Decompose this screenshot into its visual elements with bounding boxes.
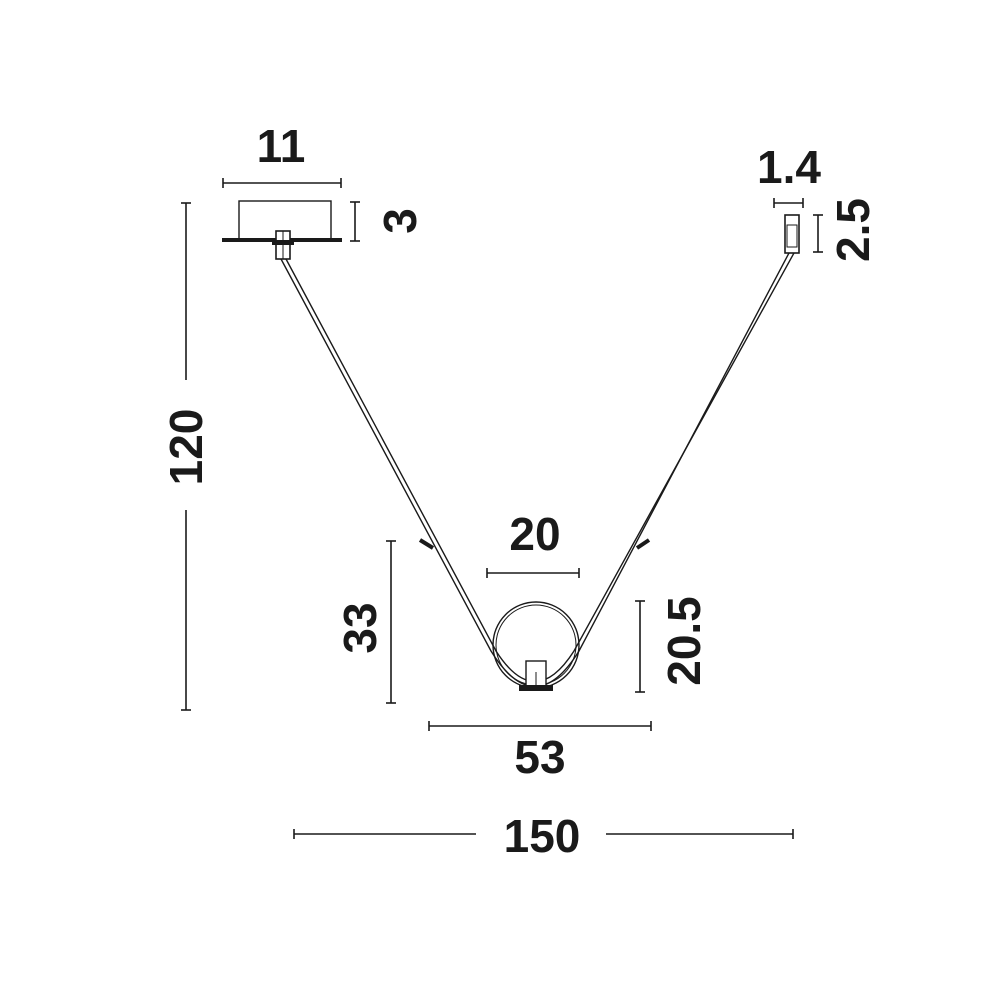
connector-height-dimension-line bbox=[813, 214, 823, 253]
dimension-labels: 11 3 1.4 2.5 120 20 33 20.5 53 150 bbox=[160, 120, 879, 862]
total-height-label: 120 bbox=[160, 409, 212, 486]
loop-height-label: 33 bbox=[334, 602, 386, 653]
loop-height-dimension-line bbox=[386, 540, 396, 704]
canopy-width-dimension-line bbox=[222, 178, 342, 188]
sphere-diameter-label: 20 bbox=[509, 508, 560, 560]
connector-width-dimension-line bbox=[773, 198, 804, 208]
sphere-height-dimension-line bbox=[635, 600, 645, 693]
loop-width-label: 53 bbox=[514, 731, 565, 783]
lamp-holder bbox=[519, 660, 553, 691]
canopy-cable-clamp bbox=[272, 230, 294, 260]
connector-width-label: 1.4 bbox=[757, 141, 821, 193]
loop-width-dimension-line bbox=[428, 721, 652, 731]
connector-height-label: 2.5 bbox=[827, 198, 879, 262]
dimension-lines bbox=[181, 178, 823, 839]
sphere-height-label: 20.5 bbox=[658, 596, 710, 686]
sphere-diameter-dimension-line bbox=[486, 568, 580, 578]
end-connector bbox=[784, 214, 800, 254]
lamp-fixture bbox=[222, 200, 800, 691]
total-width-dimension-line bbox=[293, 829, 794, 839]
total-width-label: 150 bbox=[504, 810, 581, 862]
canopy-width-label: 11 bbox=[257, 120, 306, 172]
total-height-dimension-line bbox=[181, 202, 191, 711]
canopy-height-dimension-line bbox=[350, 201, 360, 242]
canopy-height-label: 3 bbox=[374, 208, 426, 234]
